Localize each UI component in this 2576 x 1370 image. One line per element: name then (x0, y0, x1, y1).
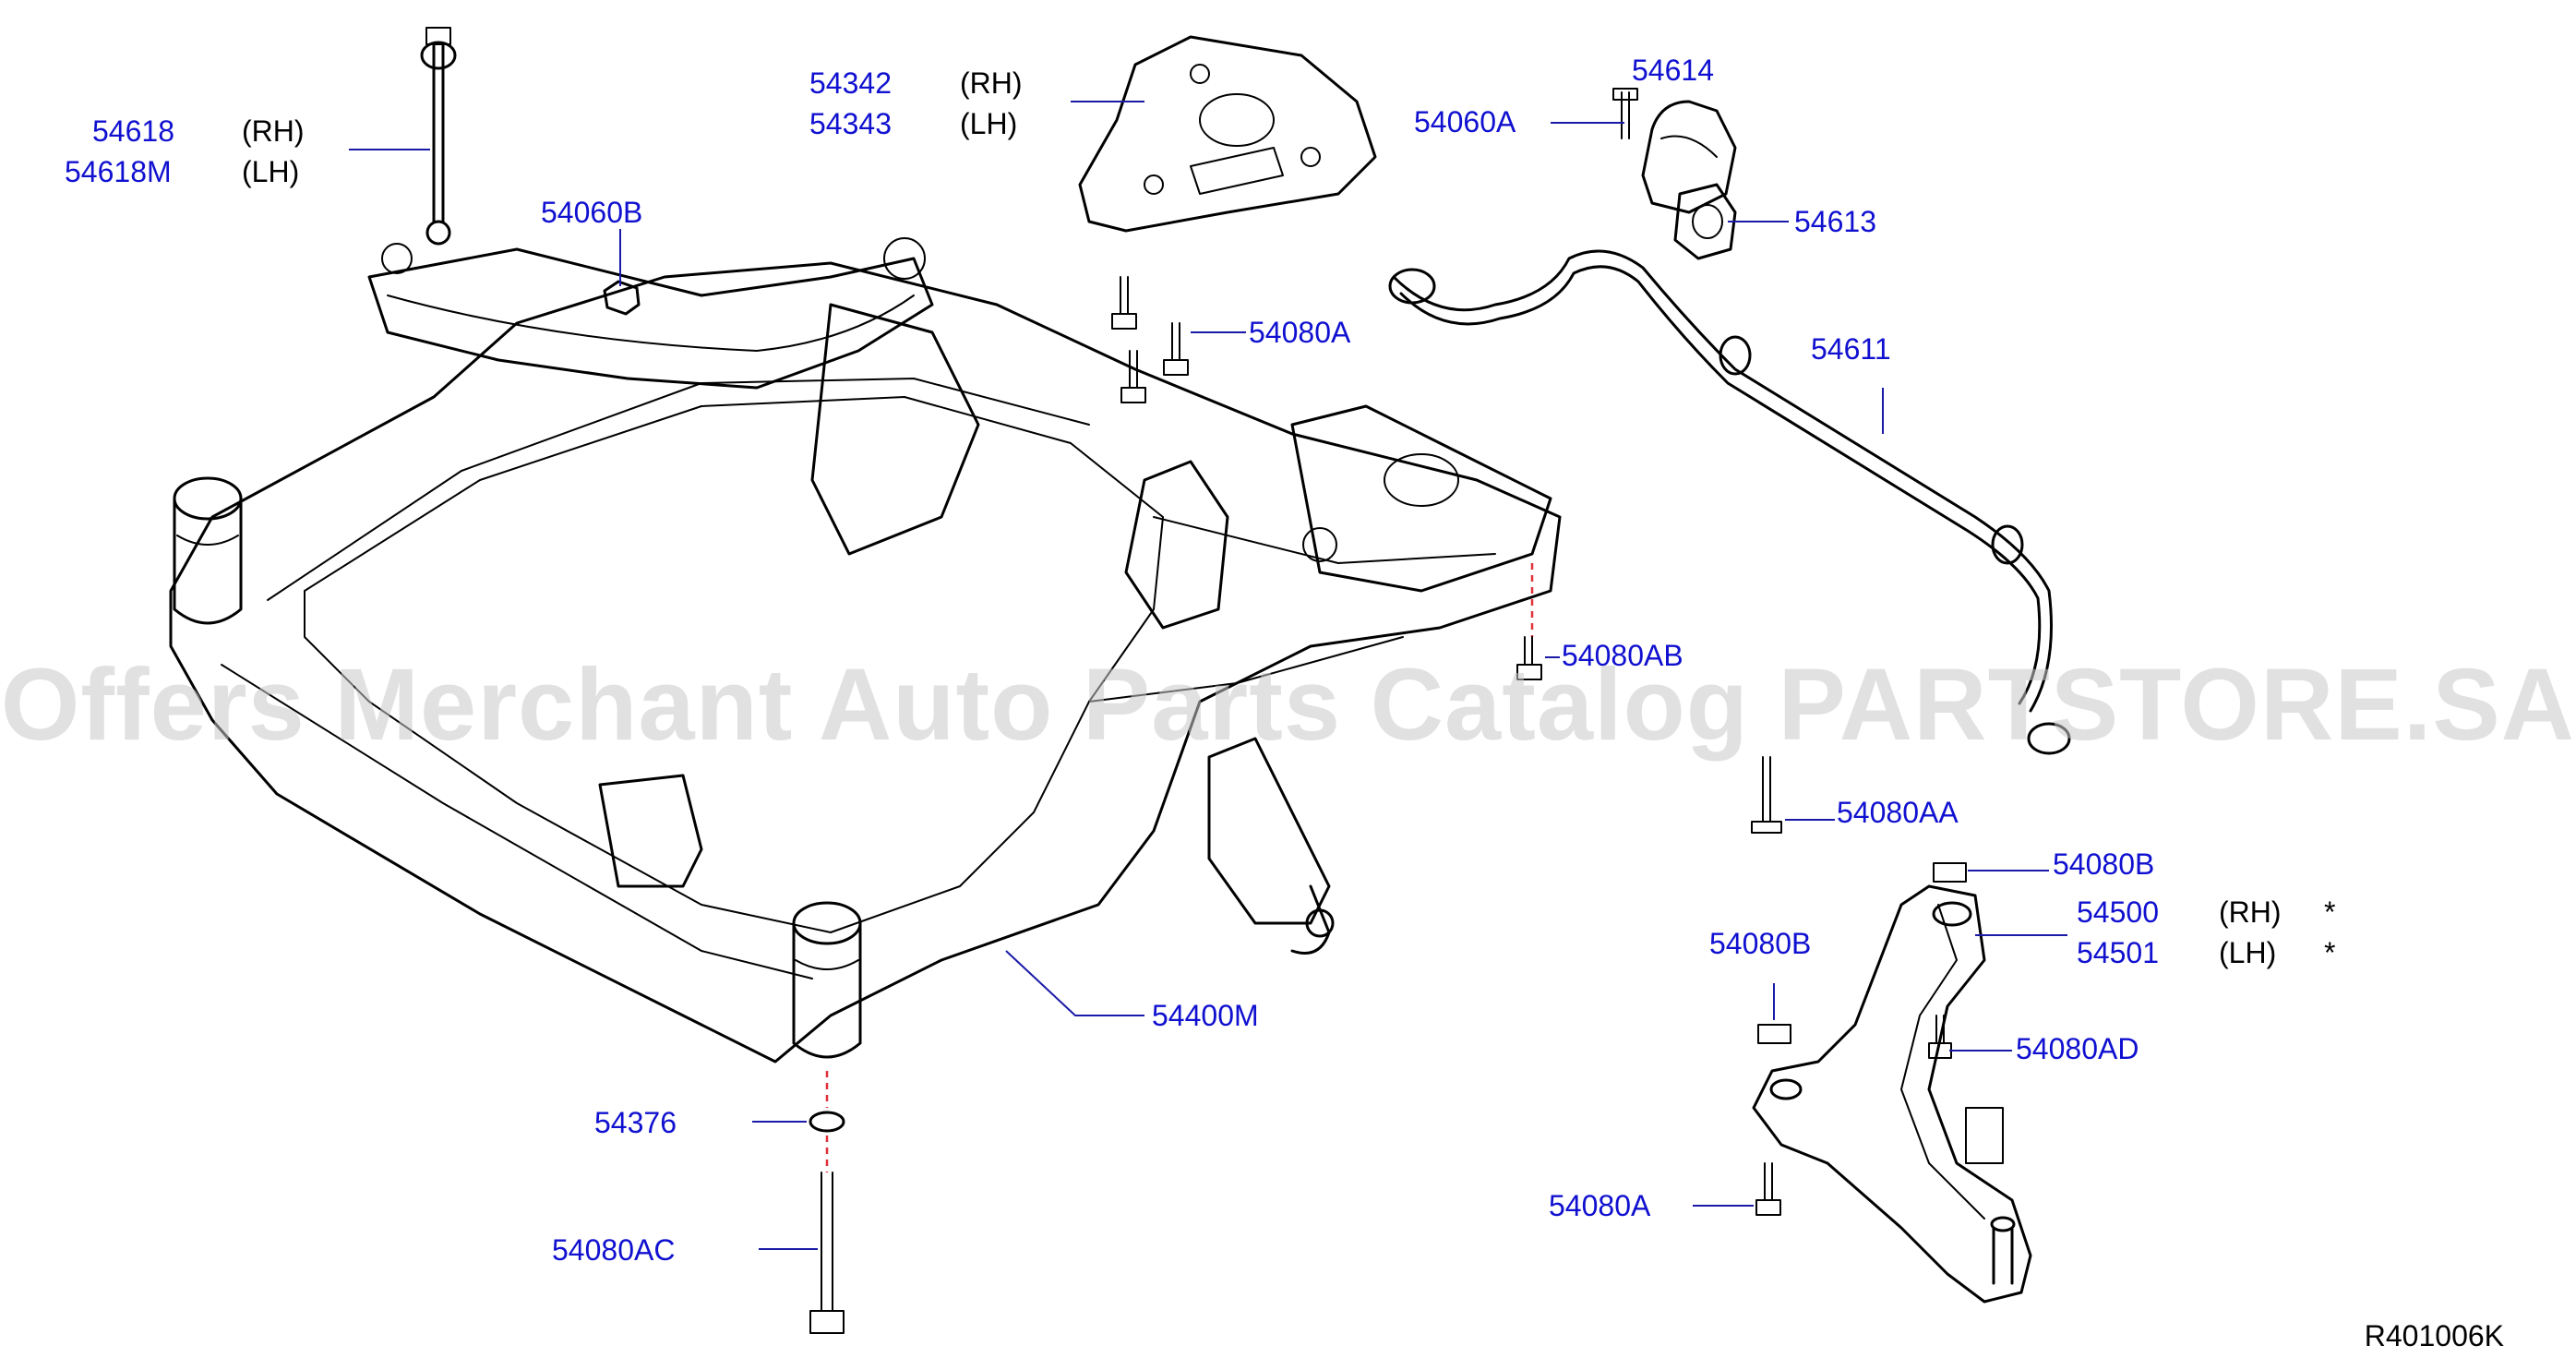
transverse-link-54500 (1752, 862, 2032, 1304)
label-54400M[interactable]: 54400M (1152, 999, 1259, 1032)
label-54080B-left[interactable]: 54080B (1709, 927, 1812, 960)
bolt-54080AB (1516, 563, 1542, 680)
label-54343-side: (LH) (960, 107, 1018, 140)
label-54080AC[interactable]: 54080AC (552, 1233, 676, 1267)
label-54500-side: (RH) (2219, 895, 2282, 929)
label-54618-side: (RH) (242, 114, 305, 148)
label-54618[interactable]: 54618 (92, 114, 174, 148)
label-54501-mark: * (2324, 936, 2336, 969)
label-54342-side: (RH) (960, 66, 1023, 100)
stabilizer-bushing-54613 (1673, 183, 1737, 260)
label-54342[interactable]: 54342 (809, 66, 892, 100)
bolt-54080AD (1928, 1015, 1952, 1059)
label-54080A-bottom[interactable]: 54080A (1549, 1189, 1651, 1222)
nut-54060B (603, 280, 641, 316)
bolt-54080A-bottom (1755, 1162, 1781, 1216)
leader-lines (349, 101, 2067, 1250)
label-54080B-right[interactable]: 54080B (2053, 847, 2155, 881)
label-54501[interactable]: 54501 (2077, 936, 2159, 969)
label-54500-mark: * (2324, 895, 2336, 929)
label-54376[interactable]: 54376 (594, 1106, 677, 1139)
member-stay-54342 (1078, 35, 1377, 233)
label-54613[interactable]: 54613 (1794, 205, 1876, 238)
label-54618M[interactable]: 54618M (65, 155, 172, 188)
label-54501-side: (LH) (2219, 936, 2277, 969)
label-54060B[interactable]: 54060B (541, 196, 643, 229)
label-54080AD[interactable]: 54080AD (2016, 1032, 2139, 1065)
label-54611[interactable]: 54611 (1811, 332, 1891, 366)
label-54614[interactable]: 54614 (1632, 54, 1714, 87)
bolts-54080A-top (1111, 276, 1189, 403)
label-54343[interactable]: 54343 (809, 107, 892, 140)
bolt-54080AC (809, 1172, 845, 1334)
stabilizer-connecting-rod-54618 (420, 27, 457, 246)
label-54500[interactable]: 54500 (2077, 895, 2159, 929)
stabilizer-bar-54611 (1388, 249, 2071, 755)
diagram-reference-code: R401006K (2364, 1319, 2504, 1352)
label-54060A[interactable]: 54060A (1414, 105, 1516, 138)
label-54080AA[interactable]: 54080AA (1837, 796, 1959, 829)
label-54080AB[interactable]: 54080AB (1562, 639, 1683, 672)
label-54080A-top[interactable]: 54080A (1249, 316, 1351, 349)
stabilizer-clamp-54614 (1612, 88, 1737, 214)
bolt-54080AA (1751, 756, 1782, 834)
washer-54376 (809, 1071, 845, 1172)
label-54618M-side: (LH) (242, 155, 300, 188)
suspension-member-54400M (169, 237, 1562, 1064)
